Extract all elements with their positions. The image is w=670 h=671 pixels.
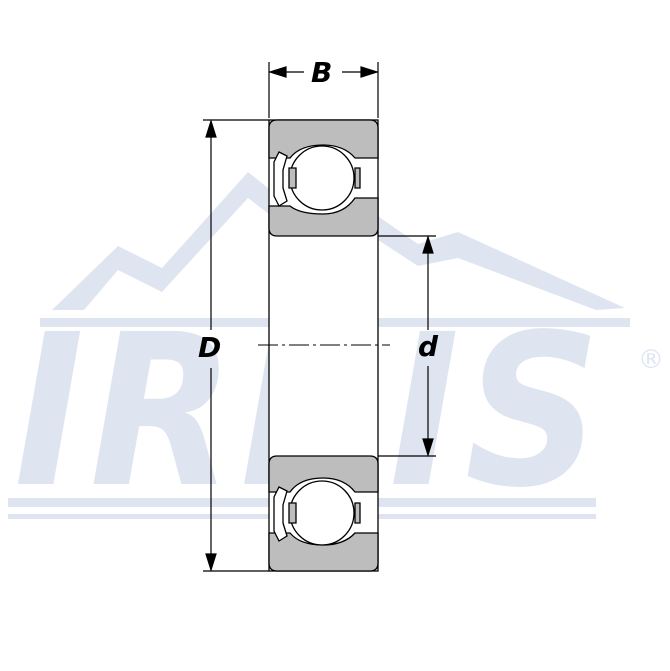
seal-bottom-right <box>354 502 361 524</box>
outer-ring-bottom <box>268 532 379 572</box>
shield-bottom <box>273 486 288 542</box>
outer-arrow-bottom <box>205 553 217 573</box>
inner-ring-bottom <box>268 455 379 493</box>
ball-top <box>289 145 355 211</box>
width-arrow-right <box>360 66 380 78</box>
bore-arrow-bottom <box>422 438 434 458</box>
cage-top <box>288 167 297 189</box>
bore-label: d <box>418 330 439 363</box>
outer-diameter-label: D <box>198 331 221 364</box>
dimension-bore <box>378 234 436 458</box>
inner-ring-top <box>268 197 379 237</box>
outer-ring-top <box>268 119 379 159</box>
outer-arrow-top <box>205 118 217 138</box>
width-label: B <box>311 56 332 89</box>
ball-bottom <box>289 480 355 546</box>
shield-top <box>273 151 288 207</box>
seal-top-right <box>354 167 361 189</box>
cage-bottom <box>288 502 297 524</box>
dimension-width <box>267 62 380 118</box>
dimension-outer-diameter <box>203 118 269 573</box>
width-arrow-left <box>267 66 287 78</box>
bore-arrow-top <box>422 234 434 254</box>
registered-mark: ® <box>638 345 664 375</box>
